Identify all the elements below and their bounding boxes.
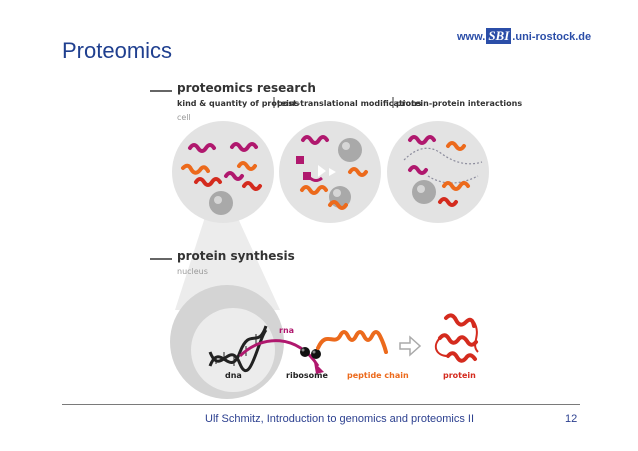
cell-circle-2 xyxy=(279,121,381,223)
logo-mark: SBI xyxy=(486,28,512,44)
sbi-logo: www.SBI.uni-rostock.de xyxy=(457,28,591,44)
peptide-chain xyxy=(316,330,388,354)
page-number: 12 xyxy=(565,413,578,425)
footer-text: Ulf Schmitz, Introduction to genomics an… xyxy=(205,413,475,425)
rna-arrowhead xyxy=(314,362,324,374)
kind-quantity-label: kind & quantity of proteins xyxy=(177,99,300,108)
peptide-chain-label: peptide chain xyxy=(347,371,409,380)
ppi-label: protein-protein interactions xyxy=(396,99,522,108)
folded-protein xyxy=(434,313,479,363)
nucleus-label: nucleus xyxy=(177,267,208,276)
dna-label: dna xyxy=(225,371,242,380)
rna-strand xyxy=(238,339,320,367)
slide-title: Proteomics xyxy=(62,38,173,63)
logo-prefix: www. xyxy=(457,31,486,43)
cell-circle-3 xyxy=(387,121,489,223)
logo-suffix: .uni-rostock.de xyxy=(512,31,592,43)
footer-divider xyxy=(62,404,580,405)
zoom-cone xyxy=(175,214,280,310)
protein-label: protein xyxy=(443,371,476,380)
nucleus-circle xyxy=(170,285,284,399)
ribosome-label: ribosome xyxy=(286,371,329,380)
dna-helix xyxy=(208,325,268,373)
ribosome xyxy=(300,347,321,359)
process-arrow-icon xyxy=(399,335,422,357)
section2-title: protein synthesis xyxy=(177,249,295,263)
rna-label: rna xyxy=(279,326,294,335)
ptm-label: post-translational modifications xyxy=(277,99,422,108)
cell-circle-1 xyxy=(172,121,274,223)
section1-title: proteomics research xyxy=(177,81,316,95)
cell-label: cell xyxy=(177,113,191,122)
